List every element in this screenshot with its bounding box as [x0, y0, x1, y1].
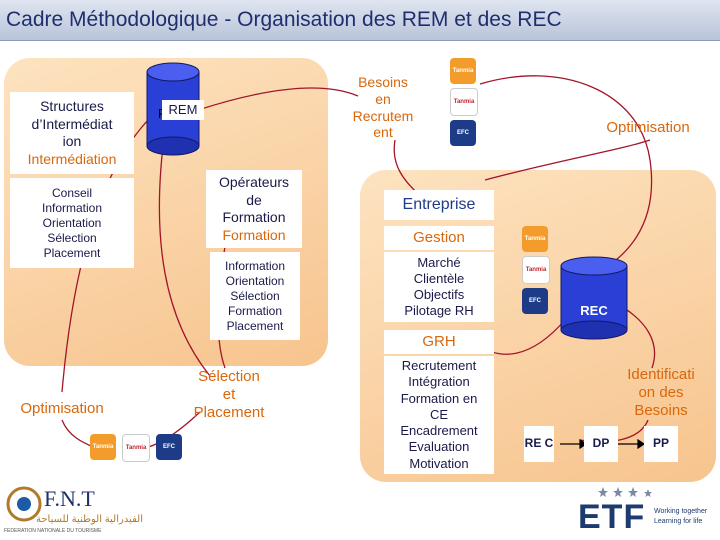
gestion-label: Gestion — [413, 228, 465, 246]
grh-box: GRH — [384, 330, 494, 354]
optimisation-left-label: Optimisation — [20, 400, 104, 417]
rem-label-box: REM — [162, 100, 204, 120]
fnt-subtitle: FEDERATION NATIONALE DU TOURISME — [4, 528, 102, 534]
efc-logo-icon: EFC — [156, 434, 182, 460]
etf-tagline-2: Learning for life — [654, 518, 703, 525]
rec-small-box: RE C — [524, 426, 554, 462]
operateurs-box: Opérateurs de Formation Formation — [206, 170, 302, 248]
rec-cylinder: REC — [560, 256, 628, 340]
operateur-function-item: Orientation — [225, 273, 285, 288]
arrow-head-dp — [579, 438, 588, 450]
identification-besoins-label: Identificati on des Besoins — [627, 366, 695, 419]
gestion-box: Gestion — [384, 226, 494, 250]
etf-name: ETF — [578, 498, 646, 536]
tanmia-logo-icon: Tanmia — [522, 226, 548, 252]
formation-label: Formation — [222, 226, 286, 243]
grh-item: Formation en — [400, 390, 478, 406]
operateurs-line-2: de — [246, 191, 262, 208]
optimisation-top-label: Optimisation — [606, 119, 690, 136]
grh-item: Evaluation — [408, 439, 470, 455]
operateurs-line-1: Opérateurs — [218, 174, 290, 190]
efc-logo-icon: EFC — [522, 288, 548, 314]
gestion-item: Clientèle — [413, 270, 465, 286]
link-rem-to-selection — [158, 129, 211, 377]
operateur-function-item: Placement — [226, 318, 284, 333]
etf-logo: ETF Working together Learning for life — [578, 486, 718, 538]
besoins-recrutement-label: Besoins en Recrutem ent — [352, 74, 414, 141]
operateur-function-item: Information — [224, 258, 286, 273]
function-item: Sélection — [47, 230, 97, 245]
structures-line-1: Structures — [40, 98, 104, 114]
page-title: Cadre Méthodologique - Organisation des … — [6, 8, 562, 31]
fnt-emblem-icon — [6, 486, 42, 522]
bottom-logo-row: Tanmia Tanmia EFC — [90, 434, 182, 462]
intermediation-label: Intermédiation — [27, 150, 117, 167]
top-logo-column: Tanmia Tanmia EFC — [450, 58, 478, 146]
operateur-function-item: Formation — [227, 303, 283, 318]
tanmia-logo-icon: Tanmia — [90, 434, 116, 460]
gestion-item: Marché — [417, 254, 461, 270]
fnt-name: F.N.T — [44, 486, 95, 511]
operateur-functions-box: Information Orientation Sélection Format… — [210, 252, 300, 340]
operateur-function-item: Sélection — [230, 288, 280, 303]
link-rem-to-besoins — [197, 87, 359, 111]
efc-logo-icon: EFC — [450, 120, 476, 146]
dp-box: DP — [584, 426, 618, 462]
grh-items-box: Recrutement Intégration Formation en CE … — [384, 356, 494, 474]
gestion-item: Objectifs — [413, 287, 465, 302]
fnt-logo: F.N.T الفيدرالية الوطنية للسياحة FEDERAT… — [4, 484, 143, 538]
tanmia-logo-icon: Tanmia — [450, 58, 476, 84]
structures-line-3: ion — [62, 133, 82, 149]
etf-tagline-1: Working together — [654, 508, 708, 515]
right-logo-column: Tanmia Tanmia EFC — [522, 226, 550, 314]
grh-label: GRH — [422, 332, 456, 350]
selection-placement-label: Sélection et Placement — [193, 368, 265, 421]
link-besoins-to-entreprise — [393, 139, 421, 197]
grh-item: Motivation — [409, 455, 469, 471]
arrow-head-pp — [637, 438, 646, 450]
function-item: Information — [41, 200, 103, 215]
grh-item: Encadrement — [400, 423, 478, 439]
tanmia-alt-logo-icon: Tanmia — [522, 256, 550, 284]
grh-item: CE — [429, 406, 449, 422]
function-item: Orientation — [42, 215, 102, 230]
rem-text: REM — [168, 101, 198, 117]
function-item: Placement — [43, 245, 101, 260]
tanmia-alt-logo-icon: Tanmia — [450, 88, 478, 116]
link-optimisation-to-rec — [479, 75, 653, 273]
entreprise-label: Entreprise — [402, 196, 476, 213]
fnt-arabic-name: الفيدرالية الوطنية للسياحة — [36, 514, 143, 525]
link-entreprise-to-optimisation — [484, 139, 651, 181]
structures-line-2: d’Intermédiat — [31, 115, 113, 132]
etf-stars-icon — [598, 487, 652, 497]
grh-item: Intégration — [408, 374, 470, 390]
tanmia-alt-logo-icon: Tanmia — [122, 434, 150, 462]
rec-label: REC — [580, 303, 608, 318]
function-item: Conseil — [51, 185, 93, 200]
structures-box: Structures d’Intermédiat ion Intermédiat… — [10, 92, 134, 174]
entreprise-box: Entreprise — [384, 190, 494, 220]
operateurs-line-3: Formation — [222, 209, 286, 225]
gestion-items-box: Marché Clientèle Objectifs Pilotage RH — [384, 252, 494, 322]
title-bar: Cadre Méthodologique - Organisation des … — [0, 0, 720, 41]
functions-box: Conseil Information Orientation Sélectio… — [10, 178, 134, 268]
gestion-item: Pilotage RH — [404, 303, 474, 319]
grh-item: Recrutement — [401, 358, 477, 374]
pp-box: PP — [644, 426, 678, 462]
